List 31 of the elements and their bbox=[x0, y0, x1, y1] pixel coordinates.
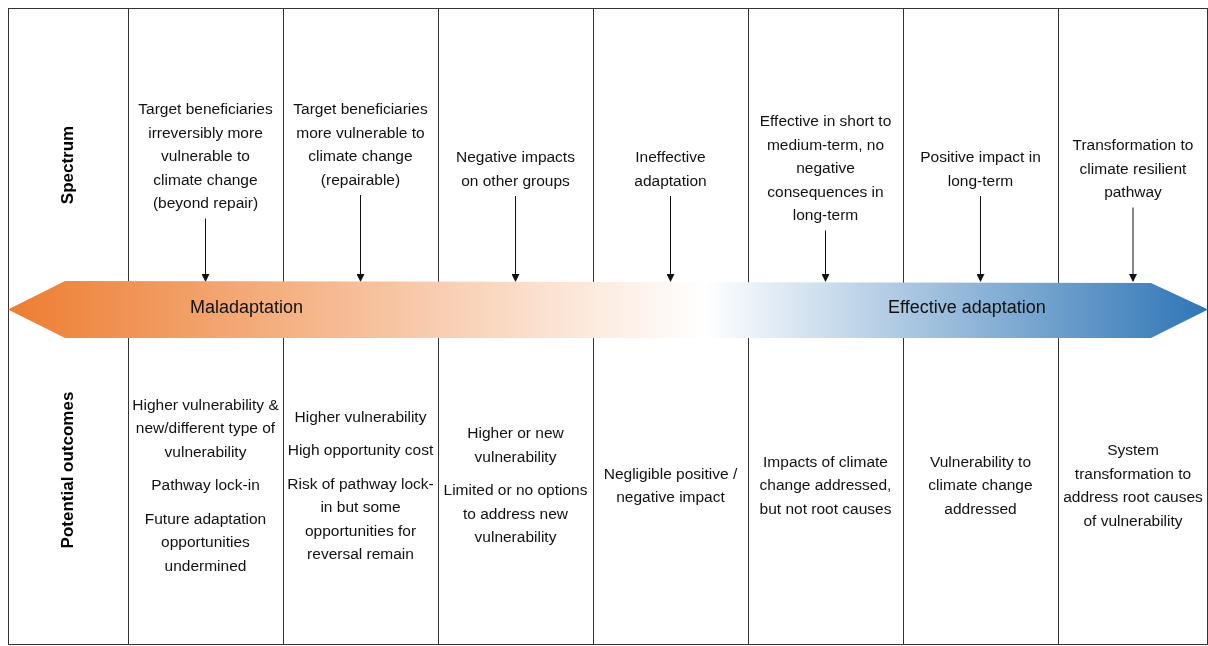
outcome-text: System transformation to address root causes of vulnerability bbox=[1062, 440, 1204, 531]
arrow bbox=[356, 194, 365, 282]
arrow bbox=[1129, 207, 1137, 282]
spectrum-arrow bbox=[8, 281, 1208, 338]
arrow bbox=[666, 195, 675, 282]
spectrum-text: Positive impact in long-term bbox=[910, 145, 1051, 192]
outcome-text: Pathway lock-in bbox=[151, 475, 260, 496]
outcome-text: Risk of pathway lock-in but some opportunities for reversal remain bbox=[286, 473, 435, 564]
arrow-label: Effective adaptation bbox=[888, 296, 1046, 319]
spectrum-text: Transformation to climate resilient pathway bbox=[1063, 133, 1203, 204]
outcome-text: Limited or no options to address new vulnerability bbox=[442, 480, 589, 548]
outcome-text: Higher vulnerability bbox=[294, 406, 427, 427]
outcome-text: Future adaptation opportunities undermined bbox=[143, 508, 268, 576]
outcome-text: High opportunity cost bbox=[287, 440, 434, 460]
spectrum-text: Target beneficiaries irreversibly more vulnerable to climate change (beyond repair) bbox=[135, 97, 276, 215]
outcome-text: Higher vulnerability & new/different type of vulnerability bbox=[131, 394, 280, 462]
arrow bbox=[511, 195, 520, 282]
outcome-text: Impacts of climate change addressed, but not root causes bbox=[758, 451, 893, 519]
outcome-text: Negligible positive / negative impact bbox=[602, 463, 739, 507]
outcome-text: Higher or new vulnerability bbox=[466, 423, 565, 467]
arrow bbox=[201, 218, 210, 282]
outcome-text: Vulnerability to climate change addressed bbox=[927, 451, 1034, 519]
spectrum-text: Effective in short to medium-term, no negative consequences in long-term bbox=[755, 109, 896, 227]
arrow-label: Maladaptation bbox=[190, 296, 304, 319]
spectrum-text: Target beneficiaries more vulnerable to climate change (repairable) bbox=[290, 97, 431, 191]
row-heading: Spectrum bbox=[58, 125, 79, 205]
row-heading: Potential outcomes bbox=[57, 391, 78, 549]
spectrum-text: Ineffective adaptation bbox=[600, 145, 741, 192]
arrow bbox=[821, 230, 830, 282]
spectrum-text: Negative impacts on other groups bbox=[445, 145, 586, 192]
arrow bbox=[976, 195, 985, 282]
